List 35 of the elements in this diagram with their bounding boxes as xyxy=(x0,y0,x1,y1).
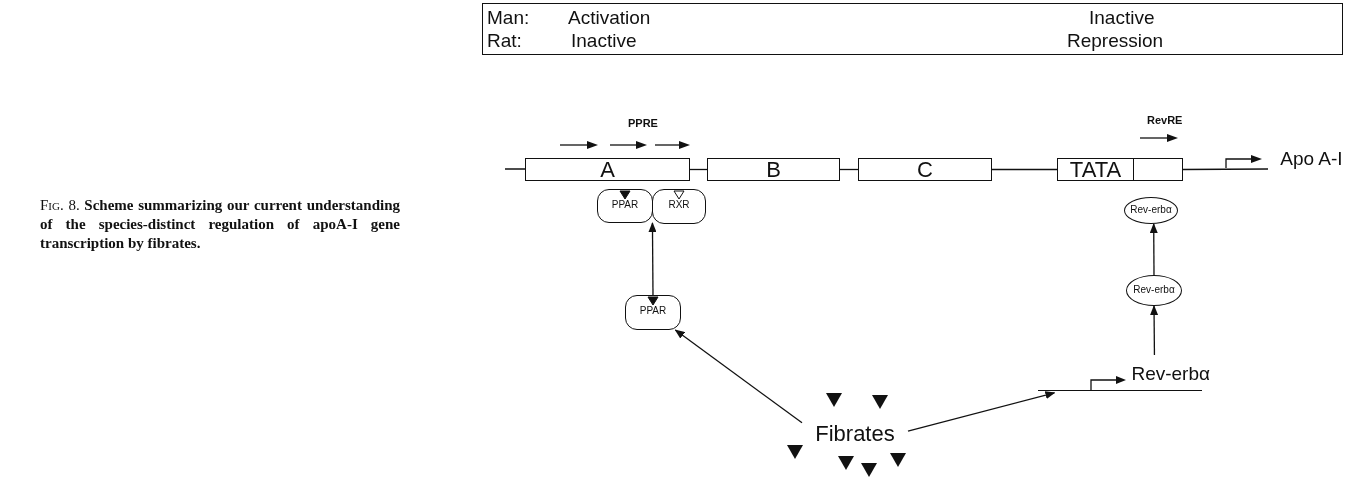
element-label: TATA xyxy=(1069,157,1122,182)
receptor-protein-shape xyxy=(625,295,681,330)
receptor-protein-ellipse xyxy=(1124,197,1178,224)
protein-label: PPAR xyxy=(639,306,667,317)
promoter-element-box xyxy=(1133,158,1183,181)
receptor-protein-shape xyxy=(652,189,706,224)
promoter-element-box xyxy=(707,158,840,181)
element-name: PPRE xyxy=(628,117,658,129)
table-text: Rat: xyxy=(487,31,522,51)
element-label: B xyxy=(766,157,781,182)
table-text: Activation xyxy=(568,8,651,28)
arrow xyxy=(907,391,1056,432)
protein-label: PPAR xyxy=(611,200,639,211)
element-name: RevRE xyxy=(1147,114,1183,126)
protein-label: Rev-erbα xyxy=(1130,205,1172,216)
receptor-protein-shape xyxy=(597,189,653,223)
node-label: Apo A-I xyxy=(1280,148,1343,169)
node-label: Fibrates xyxy=(815,422,895,446)
gene-label: Rev-erbα xyxy=(1131,364,1210,384)
table-text: Inactive xyxy=(571,31,637,51)
table-text: Inactive xyxy=(1089,8,1155,28)
receptor-protein-ellipse xyxy=(1126,275,1182,306)
promoter-element-box xyxy=(525,158,690,181)
arrow xyxy=(648,222,657,296)
element-label: C xyxy=(917,157,933,182)
table-text: Man: xyxy=(487,8,530,28)
promoter-element-box xyxy=(858,158,992,181)
arrow xyxy=(1150,305,1159,356)
figure-caption: Fig. 8. Scheme summarizing our current understanding of the species-distinct regulation of apoA-I gene transcription by fibrates. xyxy=(40,196,400,253)
protein-label: RXR xyxy=(668,200,690,211)
arrow xyxy=(674,329,803,424)
table-text: Repression xyxy=(1067,31,1164,51)
protein-label: Rev-erbα xyxy=(1133,285,1175,296)
promoter-element-box xyxy=(1057,158,1134,181)
element-label: A xyxy=(600,157,615,182)
